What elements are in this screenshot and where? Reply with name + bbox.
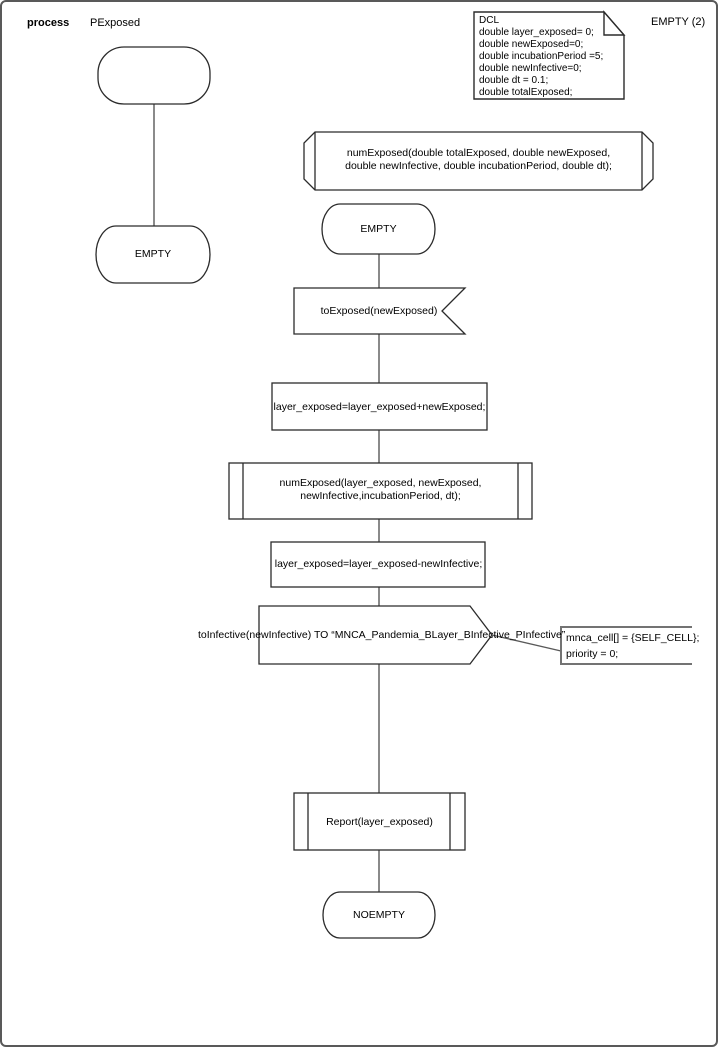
dcl-line: double incubationPeriod =5; <box>479 51 604 62</box>
procedure-call-shape <box>228 462 533 520</box>
state-noempty-shape <box>322 891 436 939</box>
state-empty-shape <box>321 203 436 255</box>
procedure-declaration-line: double newInfective, double incubationPe… <box>345 160 612 172</box>
dcl-line: DCL <box>479 15 500 26</box>
dcl-note-outline <box>473 11 625 100</box>
state-empty-label: EMPTY <box>360 223 397 235</box>
procedure-call-line: newInfective,incubationPeriod, dt); <box>300 490 461 502</box>
connector-output-to-comment <box>491 634 562 652</box>
connectors <box>153 103 562 892</box>
report-call-inner-lines <box>307 793 451 850</box>
dcl-note-fold-corner <box>603 10 626 36</box>
procedure-declaration-inner-lines <box>314 132 643 190</box>
comment-bracket-shape <box>560 626 692 665</box>
comment-line: priority = 0; <box>566 648 619 660</box>
report-call-shape <box>293 792 466 851</box>
top-right-state-label: EMPTY (2) <box>651 16 706 28</box>
state-empty-left-shape <box>95 225 211 284</box>
procedure-call-inner-lines <box>242 463 519 519</box>
input-signal-label: toExposed(newExposed) <box>320 305 438 317</box>
process-keyword: process <box>27 17 70 29</box>
dcl-line: double newInfective=0; <box>479 63 582 74</box>
task-add-label: layer_exposed=layer_exposed+newExposed; <box>273 401 486 413</box>
output-signal-shape <box>258 605 493 665</box>
procedure-call-line: numExposed(layer_exposed, newExposed, <box>279 477 482 489</box>
start-shape <box>97 46 211 105</box>
output-signal-label: toInfective(newInfective) TO “MNCA_Pande… <box>198 629 566 641</box>
dcl-note-text: DCL double layer_exposed= 0; double newE… <box>479 15 603 99</box>
dcl-line: double totalExposed; <box>479 87 573 98</box>
task-sub-label: layer_exposed=layer_exposed-newInfective… <box>274 558 483 570</box>
comment-text: mnca_cell[] = {SELF_CELL}; priority = 0; <box>566 630 699 662</box>
state-empty-left-label: EMPTY <box>134 248 172 260</box>
comment-line: mnca_cell[] = {SELF_CELL}; <box>566 632 700 644</box>
process-name: PExposed <box>90 17 141 29</box>
dcl-note-shape <box>473 10 626 100</box>
dcl-line: double dt = 0.1; <box>479 75 549 86</box>
report-call-label: Report(layer_exposed) <box>326 816 433 828</box>
procedure-declaration-line: numExposed(double totalExposed, double n… <box>346 147 611 159</box>
dcl-line: double newExposed=0; <box>479 39 584 50</box>
input-signal-shape <box>293 287 467 335</box>
state-noempty-label: NOEMPTY <box>353 909 405 921</box>
procedure-call-text: numExposed(layer_exposed, newExposed, ne… <box>229 477 532 503</box>
dcl-line: double layer_exposed= 0; <box>479 27 594 38</box>
procedure-declaration-text: numExposed(double totalExposed, double n… <box>304 147 653 173</box>
task-add-shape <box>271 382 488 431</box>
task-sub-shape <box>270 541 486 588</box>
